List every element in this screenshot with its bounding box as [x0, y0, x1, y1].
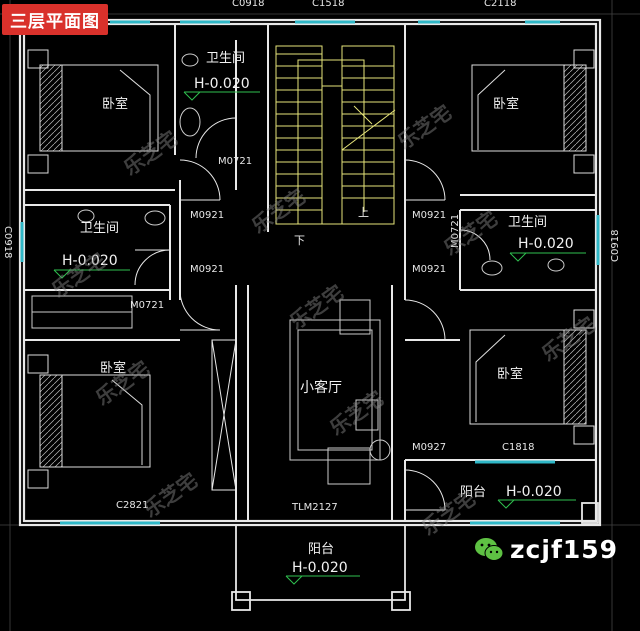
room-bathroom-left: 卫生间: [80, 221, 119, 236]
elev-bathroom-top: H-0.020: [194, 76, 250, 92]
elev-bathroom-left: H-0.020: [62, 253, 118, 269]
door-swings: [134, 117, 491, 511]
bath-fixtures: [77, 53, 565, 276]
watermark: 乐芝宅: [417, 486, 480, 540]
watermark: 乐芝宅: [247, 184, 310, 238]
door-code-m0921-right-lower: M0921: [412, 264, 446, 275]
watermark: 乐芝宅: [393, 100, 456, 154]
watermark: 乐芝宅: [439, 206, 502, 260]
stair-up-label: 上: [358, 206, 369, 219]
door-code-m0721-right: M0721: [450, 214, 461, 248]
wechat-id: zcjf159: [510, 535, 619, 564]
window-code-c0918-left: C0918: [2, 226, 13, 258]
wechat-badge: zcjf159: [474, 535, 618, 564]
wardrobe: [31, 295, 133, 329]
bed-furniture: [27, 49, 595, 489]
window-code-c1818: C1818: [502, 442, 534, 453]
stair-down-label: 下: [294, 234, 305, 247]
interior-walls: [24, 24, 596, 521]
window-code-c2118: C2118: [484, 0, 516, 9]
windows: [20, 20, 600, 525]
column: [211, 339, 237, 491]
plan-title: 三层平面图: [2, 4, 108, 35]
window-code-c1518: C1518: [312, 0, 344, 9]
watermark: 乐芝宅: [285, 280, 348, 334]
room-bedroom-bl: 卧室: [100, 360, 126, 376]
wechat-icon: [475, 537, 504, 561]
room-bathroom-right: 卫生间: [508, 215, 547, 230]
room-bedroom-tl: 卧室: [102, 96, 128, 112]
door-code-m0927: M0927: [412, 442, 446, 453]
room-balcony-right: 阳台: [460, 485, 486, 500]
watermark: 乐芝宅: [119, 126, 182, 180]
door-code-m0721-top: M0721: [218, 156, 252, 167]
door-code-m0721-left: M0721: [130, 300, 164, 311]
elevation-markers: [53, 91, 586, 585]
window-code-c2821: C2821: [116, 500, 148, 511]
door-code-m0921-left-upper: M0921: [190, 210, 224, 221]
sofa-set: [289, 299, 391, 485]
door-code-m0921-left-lower: M0921: [190, 264, 224, 275]
room-bedroom-br: 卧室: [497, 366, 523, 382]
window-code-c0918-top: C0918: [232, 0, 264, 9]
room-balcony-bottom: 阳台: [308, 542, 334, 557]
room-bedroom-tr: 卧室: [493, 96, 519, 112]
elev-balcony-right: H-0.020: [506, 484, 562, 500]
room-bathroom-top: 卫生间: [206, 51, 245, 66]
door-code-m0921-right-upper: M0921: [412, 210, 446, 221]
watermark: 乐芝宅: [139, 468, 202, 522]
room-living: 小客厅: [300, 379, 342, 396]
window-code-c0918-right: C0918: [610, 230, 621, 262]
elev-balcony-bottom: H-0.020: [292, 560, 348, 576]
outer-walls: [18, 18, 602, 527]
balcony-bottom-outline: [231, 502, 599, 611]
elev-bathroom-right: H-0.020: [518, 236, 574, 252]
staircase: [275, 45, 396, 225]
door-code-tlm2127: TLM2127: [291, 502, 338, 513]
